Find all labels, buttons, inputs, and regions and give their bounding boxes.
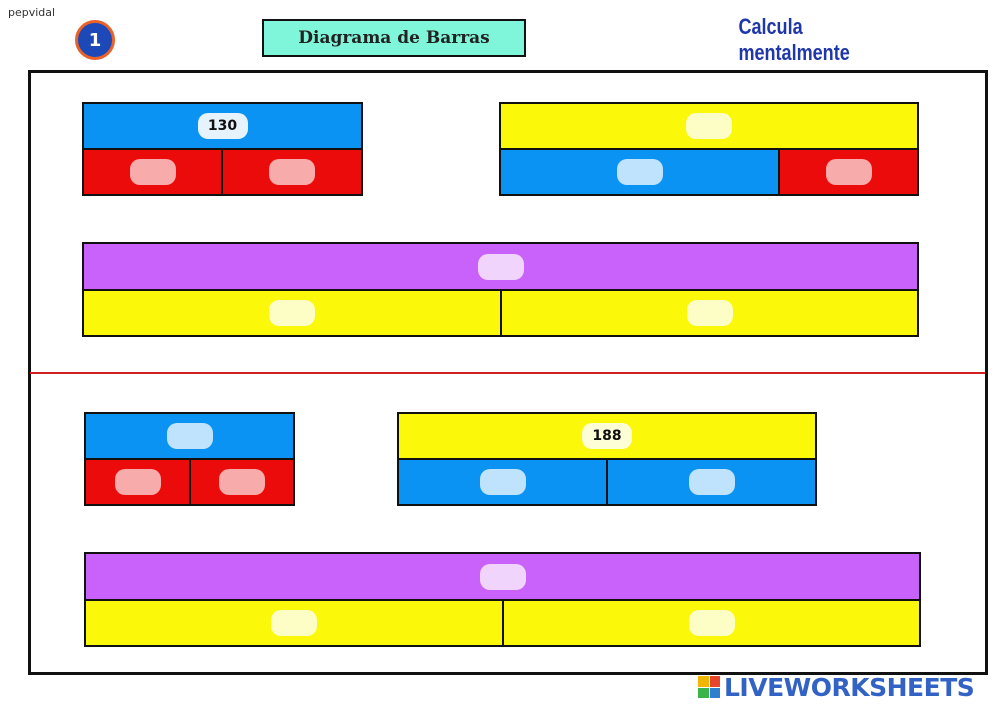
answer-input[interactable] [479, 469, 526, 495]
bar-diagram-2-part-1 [499, 148, 780, 196]
liveworksheets-logo: LIVEWORKSHEETS [698, 672, 975, 702]
bar-diagram-1-part-1 [82, 148, 223, 196]
answer-input[interactable] [114, 469, 161, 495]
answer-input[interactable] [269, 300, 315, 326]
bar-diagram-4-part-2 [189, 458, 295, 506]
answer-input[interactable] [688, 610, 735, 636]
bar-diagram-5-part-1 [397, 458, 608, 506]
answer-input[interactable] [479, 563, 526, 590]
answer-input[interactable] [219, 469, 265, 495]
answer-input[interactable] [825, 159, 872, 185]
bar-diagram-2-part-2 [778, 148, 919, 196]
answer-input[interactable] [129, 159, 176, 185]
bar-diagram-3-total [82, 242, 919, 291]
bar-diagram-5-total: 188 [397, 412, 817, 460]
bar-diagram-1-total: 130 [82, 102, 363, 150]
author-label: pepvidal [8, 6, 56, 19]
bar-diagram-3-part-1 [82, 289, 502, 337]
answer-input[interactable] [686, 113, 732, 139]
total-value: 130 [197, 113, 248, 139]
bar-diagram-2-total [499, 102, 919, 150]
liveworksheets-logo-icon [698, 676, 720, 698]
answer-input[interactable] [688, 469, 735, 495]
answer-input[interactable] [271, 610, 317, 636]
bar-diagram-6-part-1 [84, 599, 504, 647]
exercise-number-badge: 1 [75, 20, 115, 60]
bar-diagram-4-part-1 [84, 458, 191, 506]
brand-text: LIVEWORKSHEETS [724, 672, 975, 702]
bar-diagram-6-total [84, 552, 921, 601]
bar-diagram-6-part-2 [502, 599, 921, 647]
page-title: Diagrama de Barras [262, 19, 526, 57]
bar-diagram-3-part-2 [500, 289, 919, 337]
section-divider [30, 372, 985, 374]
answer-input[interactable] [269, 159, 315, 185]
answer-input[interactable] [166, 423, 213, 449]
bar-diagram-1-part-2 [221, 148, 363, 196]
answer-input[interactable] [616, 159, 663, 185]
bar-diagram-4-total [84, 412, 295, 460]
answer-input[interactable] [686, 300, 733, 326]
answer-input[interactable] [477, 253, 524, 280]
instruction-subtitle: Calcula mentalmente [738, 14, 850, 65]
total-value: 188 [582, 423, 632, 449]
bar-diagram-5-part-2 [606, 458, 817, 506]
